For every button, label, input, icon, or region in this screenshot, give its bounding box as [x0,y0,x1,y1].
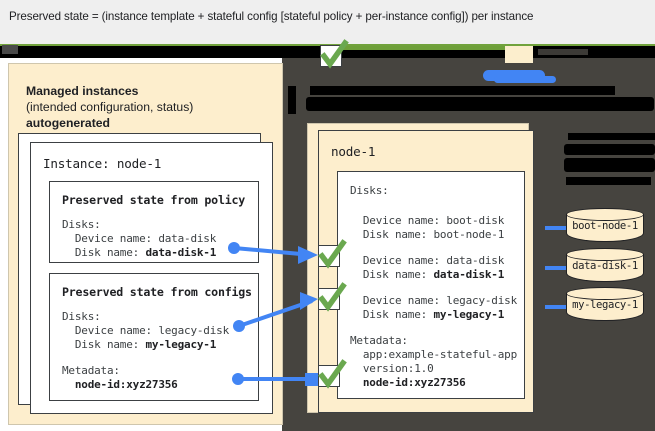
configs-disk-name-row: Disk name: my-legacy-1 [62,338,217,353]
policy-disk-name-label: Disk name: [62,246,146,259]
redaction-4 [306,97,654,111]
check-icon [318,359,347,389]
data-disk-name-value: data-disk-1 [433,268,505,281]
configs-box-title: Preserved state from configs [62,285,252,299]
node-metadata-nodeid: node-id:xyz27356 [350,376,466,389]
redaction-2 [538,49,588,55]
cylinder-top [566,287,644,300]
connector-dot-configs-disk [233,320,245,332]
heading-line-2: (intended configuration, status) [26,100,194,114]
data-disk-name-label: Disk name: [350,268,434,281]
disk-link-legacy [545,305,567,309]
disk-cylinder-data-disk-1: data-disk-1 [566,248,644,284]
redaction-1 [282,63,655,73]
gray-nub [2,45,18,54]
node-metadata-label: Metadata: [350,334,408,347]
redaction-3 [310,86,615,95]
policy-device-name: Device name: data-disk [62,232,217,245]
boot-disk-name: Disk name: boot-node-1 [350,228,505,241]
redaction-5 [288,86,296,114]
configs-metadata-value: node-id:xyz27356 [62,378,178,391]
check-badge-legacy-disk [318,282,347,312]
connector-dot-metadata [232,373,244,385]
boot-device-name: Device name: boot-disk [350,214,505,227]
check-icon [318,282,347,312]
preserved-state-configs-box: Preserved state from configs Disks: Devi… [49,273,259,401]
node-metadata-app: app:example-stateful-app [350,348,517,361]
check-icon [318,239,347,269]
check-icon [320,39,349,69]
policy-disk-name-row: Disk name: data-disk-1 [62,246,217,261]
heading-line-1: Managed instances [26,84,139,98]
cylinder-top [566,208,644,221]
node-disks-label: Disks: [350,184,389,197]
cylinder-top [566,248,644,261]
disk-link-boot [545,226,567,230]
disk-label: data-disk-1 [572,260,638,272]
legacy-device-name: Device name: legacy-disk [350,294,517,307]
green-highlight-bar [330,46,505,50]
managed-instances-heading: Managed instances (intended configuratio… [26,83,193,131]
configs-disk-name-value: my-legacy-1 [145,338,217,351]
node-card: node-1 Disks: Device name: boot-disk Dis… [318,130,534,413]
disk-label: my-legacy-1 [572,299,638,311]
node-metadata-nodeid-row: node-id:xyz27356 [350,376,466,391]
check-badge-occluded [320,39,349,69]
check-badge-data-disk [318,239,347,269]
redaction-7 [564,144,655,155]
caption-strip: Preserved state = (instance template + s… [0,0,655,44]
disk-label: boot-node-1 [572,220,638,232]
data-disk-name-row: Disk name: data-disk-1 [350,268,505,283]
redaction-8 [564,158,655,172]
configs-disk-name-label: Disk name: [62,338,146,351]
preserved-state-policy-box: Preserved state from policy Disks: Devic… [49,181,259,263]
node-disks-box: Disks: Device name: boot-disk Disk name:… [337,171,525,399]
check-badge-node-id [318,359,347,389]
configs-metadata-label: Metadata: [62,364,120,377]
data-device-name: Device name: data-disk [350,254,505,267]
policy-disk-name-value: data-disk-1 [145,246,217,259]
redaction-9 [566,177,651,185]
node-metadata-version: version:1.0 [350,362,434,375]
legacy-disk-name-label: Disk name: [350,308,434,321]
configs-disks-label: Disks: [62,310,101,323]
policy-disks-label: Disks: [62,218,101,231]
blue-redaction-a [483,70,545,81]
connector-dot-policy-disk [228,242,240,254]
node-card-title: node-1 [331,144,376,159]
configs-device-name: Device name: legacy-disk [62,324,229,337]
policy-box-title: Preserved state from policy [62,193,246,207]
legacy-disk-name-row: Disk name: my-legacy-1 [350,308,505,323]
redaction-6 [568,133,655,140]
heading-line-3: autogenerated [26,116,110,130]
instance-card-title: Instance: node-1 [43,156,162,171]
disk-cylinder-my-legacy-1: my-legacy-1 [566,287,644,323]
disk-cylinder-boot-node-1: boot-node-1 [566,208,644,244]
blue-redaction-b [494,76,556,83]
cream-nub-top [505,46,533,68]
configs-metadata-row: node-id:xyz27356 [62,378,178,393]
caption-text: Preserved state = (instance template + s… [9,10,534,23]
instance-card: Instance: node-1 Preserved state from po… [30,142,273,414]
disk-link-data [545,266,567,270]
legacy-disk-name-value: my-legacy-1 [433,308,505,321]
